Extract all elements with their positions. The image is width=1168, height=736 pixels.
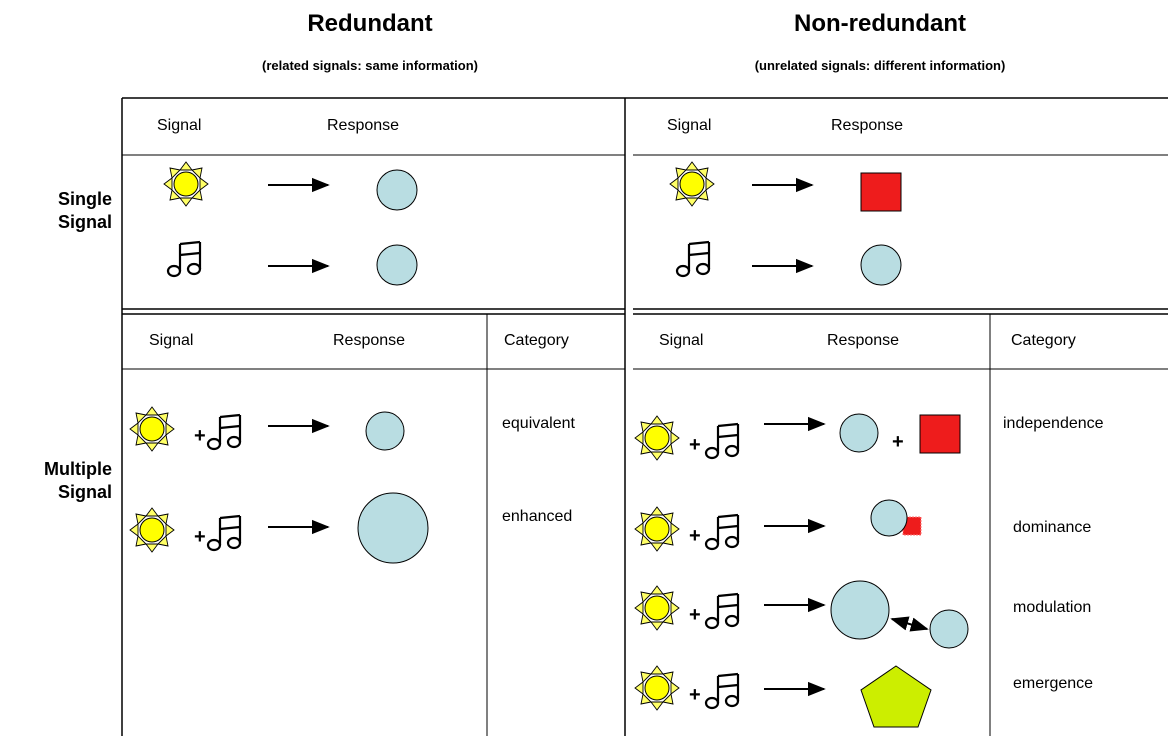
row-label-multiple-line2: Signal bbox=[57, 482, 112, 502]
circle-response bbox=[839, 413, 879, 453]
sun-icon bbox=[634, 506, 680, 552]
single-redundant-response-header: Response bbox=[327, 117, 400, 134]
category-independence: independence bbox=[1003, 415, 1104, 432]
sun-icon bbox=[163, 161, 209, 207]
sun-icon bbox=[129, 507, 175, 553]
plus-sign: + bbox=[194, 526, 206, 548]
music-note-icon bbox=[704, 672, 740, 710]
music-note-icon bbox=[166, 240, 202, 278]
music-note-icon bbox=[206, 514, 242, 552]
multiple-nonredundant-category-header: Category bbox=[1011, 332, 1076, 349]
sun-icon bbox=[129, 406, 175, 452]
category-modulation: modulation bbox=[1013, 599, 1092, 616]
plus-sign: + bbox=[689, 604, 701, 626]
circle-response bbox=[376, 244, 418, 286]
plus-sign: + bbox=[194, 425, 206, 447]
redundant-subtitle: (related signals: same information) bbox=[262, 58, 478, 73]
nonredundant-subtitle: (unrelated signals: different informatio… bbox=[754, 58, 1006, 73]
multiple-redundant-signal-header: Signal bbox=[149, 332, 194, 349]
row-label-single: Single Signal bbox=[0, 188, 112, 234]
category-emergence: emergence bbox=[1013, 675, 1094, 692]
pentagon-response bbox=[860, 665, 932, 728]
modulated-large-circle bbox=[830, 580, 890, 640]
plus-sign: + bbox=[892, 431, 904, 453]
nonredundant-title: Non-redundant bbox=[794, 10, 966, 37]
category-dominance: dominance bbox=[1013, 519, 1092, 536]
sun-icon bbox=[669, 161, 715, 207]
music-note-icon bbox=[704, 513, 740, 551]
plus-sign: + bbox=[689, 434, 701, 456]
music-note-icon bbox=[206, 413, 242, 451]
multiple-nonredundant-signal-header: Signal bbox=[659, 332, 704, 349]
music-note-icon bbox=[704, 592, 740, 630]
square-response bbox=[860, 172, 902, 212]
music-note-icon bbox=[704, 422, 740, 460]
plus-sign: + bbox=[689, 525, 701, 547]
dominant-circle-response bbox=[870, 499, 908, 537]
multiple-redundant-category-header: Category bbox=[504, 332, 569, 349]
row-label-single-line2: Signal bbox=[57, 212, 112, 232]
music-note-icon bbox=[675, 240, 711, 278]
row-label-multiple-line1: Multiple bbox=[44, 459, 112, 479]
sun-icon bbox=[634, 585, 680, 631]
sun-icon bbox=[634, 415, 680, 461]
circle-response bbox=[860, 244, 902, 286]
multiple-redundant-response-header: Response bbox=[333, 332, 406, 349]
redundant-title: Redundant bbox=[307, 10, 433, 37]
single-nonredundant-signal-header: Signal bbox=[667, 117, 712, 134]
row-label-multiple: Multiple Signal bbox=[0, 458, 112, 504]
category-enhanced: enhanced bbox=[502, 508, 573, 525]
modulated-small-circle bbox=[929, 609, 969, 649]
circle-response bbox=[365, 411, 405, 451]
multiple-nonredundant-response-header: Response bbox=[827, 332, 900, 349]
square-response bbox=[919, 414, 961, 454]
plus-sign: + bbox=[689, 684, 701, 706]
enhanced-circle-response bbox=[357, 492, 429, 564]
single-redundant-signal-header: Signal bbox=[157, 117, 202, 134]
double-arrow-icon bbox=[890, 616, 929, 632]
category-equivalent: equivalent bbox=[502, 415, 575, 432]
row-label-single-line1: Single bbox=[57, 189, 112, 209]
circle-response bbox=[376, 169, 418, 211]
sun-icon bbox=[634, 665, 680, 711]
single-nonredundant-response-header: Response bbox=[831, 117, 904, 134]
